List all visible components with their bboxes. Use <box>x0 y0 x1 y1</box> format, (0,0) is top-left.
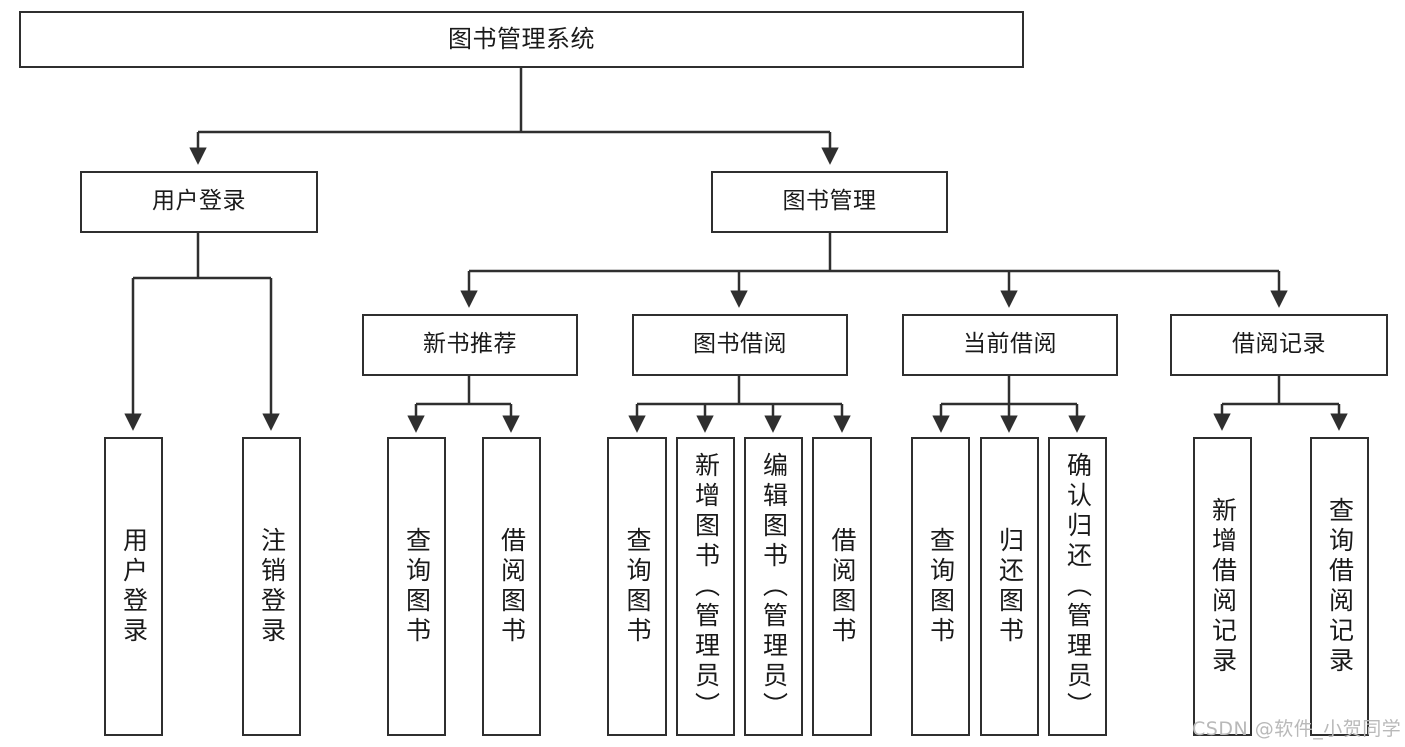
node-label: 查询图书 <box>402 526 432 647</box>
node-label: 新增借阅记录 <box>1208 496 1238 677</box>
leaf-add-book-admin[interactable]: 新增图书（管理员） <box>676 437 735 736</box>
node-label: 新书推荐 <box>423 331 517 358</box>
node-label: 确认归还（管理员） <box>1063 451 1093 722</box>
node-borrow-record[interactable]: 借阅记录 <box>1170 314 1388 376</box>
leaf-query-book-newbook[interactable]: 查询图书 <box>387 437 446 736</box>
node-new-book-recommend[interactable]: 新书推荐 <box>362 314 578 376</box>
node-label: 图书管理 <box>782 188 877 215</box>
leaf-edit-book-admin[interactable]: 编辑图书（管理员） <box>744 437 803 736</box>
leaf-query-book-borrow[interactable]: 查询图书 <box>607 437 667 736</box>
node-book-borrow[interactable]: 图书借阅 <box>632 314 848 376</box>
leaf-borrow-book-newbook[interactable]: 借阅图书 <box>482 437 541 736</box>
node-label: 查询图书 <box>926 526 956 647</box>
node-label: 借阅记录 <box>1232 331 1326 358</box>
leaf-logout[interactable]: 注销登录 <box>242 437 301 736</box>
node-current-borrow[interactable]: 当前借阅 <box>902 314 1118 376</box>
node-label: 当前借阅 <box>963 331 1057 358</box>
node-label: 用户登录 <box>119 526 149 647</box>
csdn-watermark: CSDN @软件_小贺同学 <box>1192 718 1402 740</box>
node-label: 查询借阅记录 <box>1325 496 1355 677</box>
node-label: 借阅图书 <box>497 526 527 647</box>
leaf-query-book-current[interactable]: 查询图书 <box>911 437 970 736</box>
leaf-query-borrow-record[interactable]: 查询借阅记录 <box>1310 437 1369 736</box>
leaf-borrow-book[interactable]: 借阅图书 <box>812 437 872 736</box>
node-label: 编辑图书（管理员） <box>759 451 789 722</box>
node-label: 用户登录 <box>152 188 246 215</box>
leaf-add-borrow-record[interactable]: 新增借阅记录 <box>1193 437 1252 736</box>
node-book-management[interactable]: 图书管理 <box>711 171 948 233</box>
leaf-return-book[interactable]: 归还图书 <box>980 437 1039 736</box>
leaf-user-login[interactable]: 用户登录 <box>104 437 163 736</box>
node-label: 归还图书 <box>995 526 1025 647</box>
node-label: 新增图书（管理员） <box>691 451 721 722</box>
node-label: 图书管理系统 <box>448 25 595 54</box>
node-label: 注销登录 <box>257 526 287 647</box>
node-book-management-system[interactable]: 图书管理系统 <box>19 11 1024 68</box>
node-label: 借阅图书 <box>828 526 857 647</box>
node-label: 图书借阅 <box>693 331 787 358</box>
node-label: 查询图书 <box>623 526 652 647</box>
node-user-login[interactable]: 用户登录 <box>80 171 318 233</box>
leaf-confirm-return-admin[interactable]: 确认归还（管理员） <box>1048 437 1107 736</box>
